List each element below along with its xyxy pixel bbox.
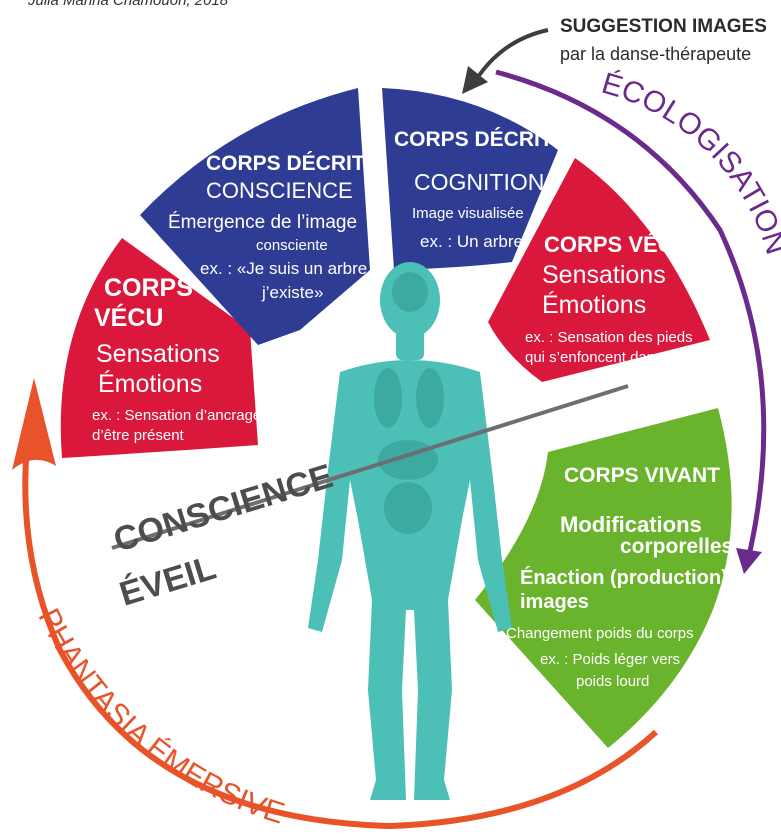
right-red-title: CORPS VÉCU xyxy=(544,232,689,257)
credit-text: Julia Marina Chamouon, 2018 xyxy=(28,0,229,9)
center-blue-ex: ex. : Un arbre xyxy=(420,232,523,251)
phantasia-arc xyxy=(22,404,659,830)
right-red-line-2: Émotions xyxy=(542,290,646,319)
green-line-1: Modifications xyxy=(560,512,702,537)
green-ex-1: ex. : Poids léger vers xyxy=(540,651,680,668)
phantasia-label: PHANTASIA ÉMERSIVE xyxy=(32,603,289,830)
green-line-5: Changement poids du corps xyxy=(506,625,694,642)
conscience-eveil-divider xyxy=(111,384,629,550)
green-title: CORPS VIVANT xyxy=(564,464,720,487)
conscience-label: CONSCIENCE xyxy=(109,457,337,560)
left-blue-ex-2: j’existe» xyxy=(261,283,323,302)
ecologisation-arrowhead xyxy=(736,548,762,574)
suggestion-line-2: par la danse-thérapeute xyxy=(560,44,751,64)
center-blue-sub: COGNITION xyxy=(414,169,544,195)
segment-corps-vivant xyxy=(475,408,732,748)
left-red-line-2: Émotions xyxy=(98,369,202,398)
segment-corps-vecu-right xyxy=(488,158,710,382)
left-blue-sub: CONSCIENCE xyxy=(206,178,353,203)
segment-corps-vecu-left xyxy=(60,238,258,458)
right-red-ex-2: qui s’enfoncent dans le sol xyxy=(525,349,702,366)
center-blue-title: CORPS DÉCRIT xyxy=(394,128,553,151)
left-red-ex-2: d’être présent xyxy=(92,427,185,444)
center-blue-line-1: Image visualisée xyxy=(412,205,524,222)
left-blue-line-2: consciente xyxy=(256,237,328,254)
phantasia-arrowhead xyxy=(12,378,56,470)
right-red-line-1: Sensations xyxy=(542,261,666,289)
segment-corps-decrit-conscience xyxy=(140,88,370,345)
green-line-4: images xyxy=(520,591,589,613)
left-red-line-1: Sensations xyxy=(96,340,220,368)
ecologisation-arc xyxy=(495,69,767,561)
phantasia-text: PHANTASIA ÉMERSIVE xyxy=(32,603,289,830)
left-blue-line-1: Émergence de l’image xyxy=(168,212,357,233)
left-blue-title: CORPS DÉCRIT xyxy=(206,152,365,175)
right-red-ex-1: ex. : Sensation des pieds xyxy=(525,329,693,346)
left-red-title-2: VÉCU xyxy=(94,303,163,332)
left-red-ex-1: ex. : Sensation d’ancrage xyxy=(92,407,261,424)
left-blue-ex-1: ex. : «Je suis un arbre xyxy=(200,259,367,278)
organs xyxy=(374,272,444,534)
green-line-3: Énaction (production) xyxy=(520,566,728,589)
suggestion-line-1: SUGGESTION IMAGES xyxy=(560,16,767,37)
eveil-label: ÉVEIL xyxy=(115,549,220,614)
suggestion-arrowhead xyxy=(462,66,488,94)
green-line-2: corporelles xyxy=(620,535,733,558)
segment-corps-decrit-cognition xyxy=(382,88,558,270)
left-red-title-1: CORPS xyxy=(104,274,193,302)
suggestion-arrow xyxy=(474,28,549,82)
green-ex-2: poids lourd xyxy=(576,673,649,690)
